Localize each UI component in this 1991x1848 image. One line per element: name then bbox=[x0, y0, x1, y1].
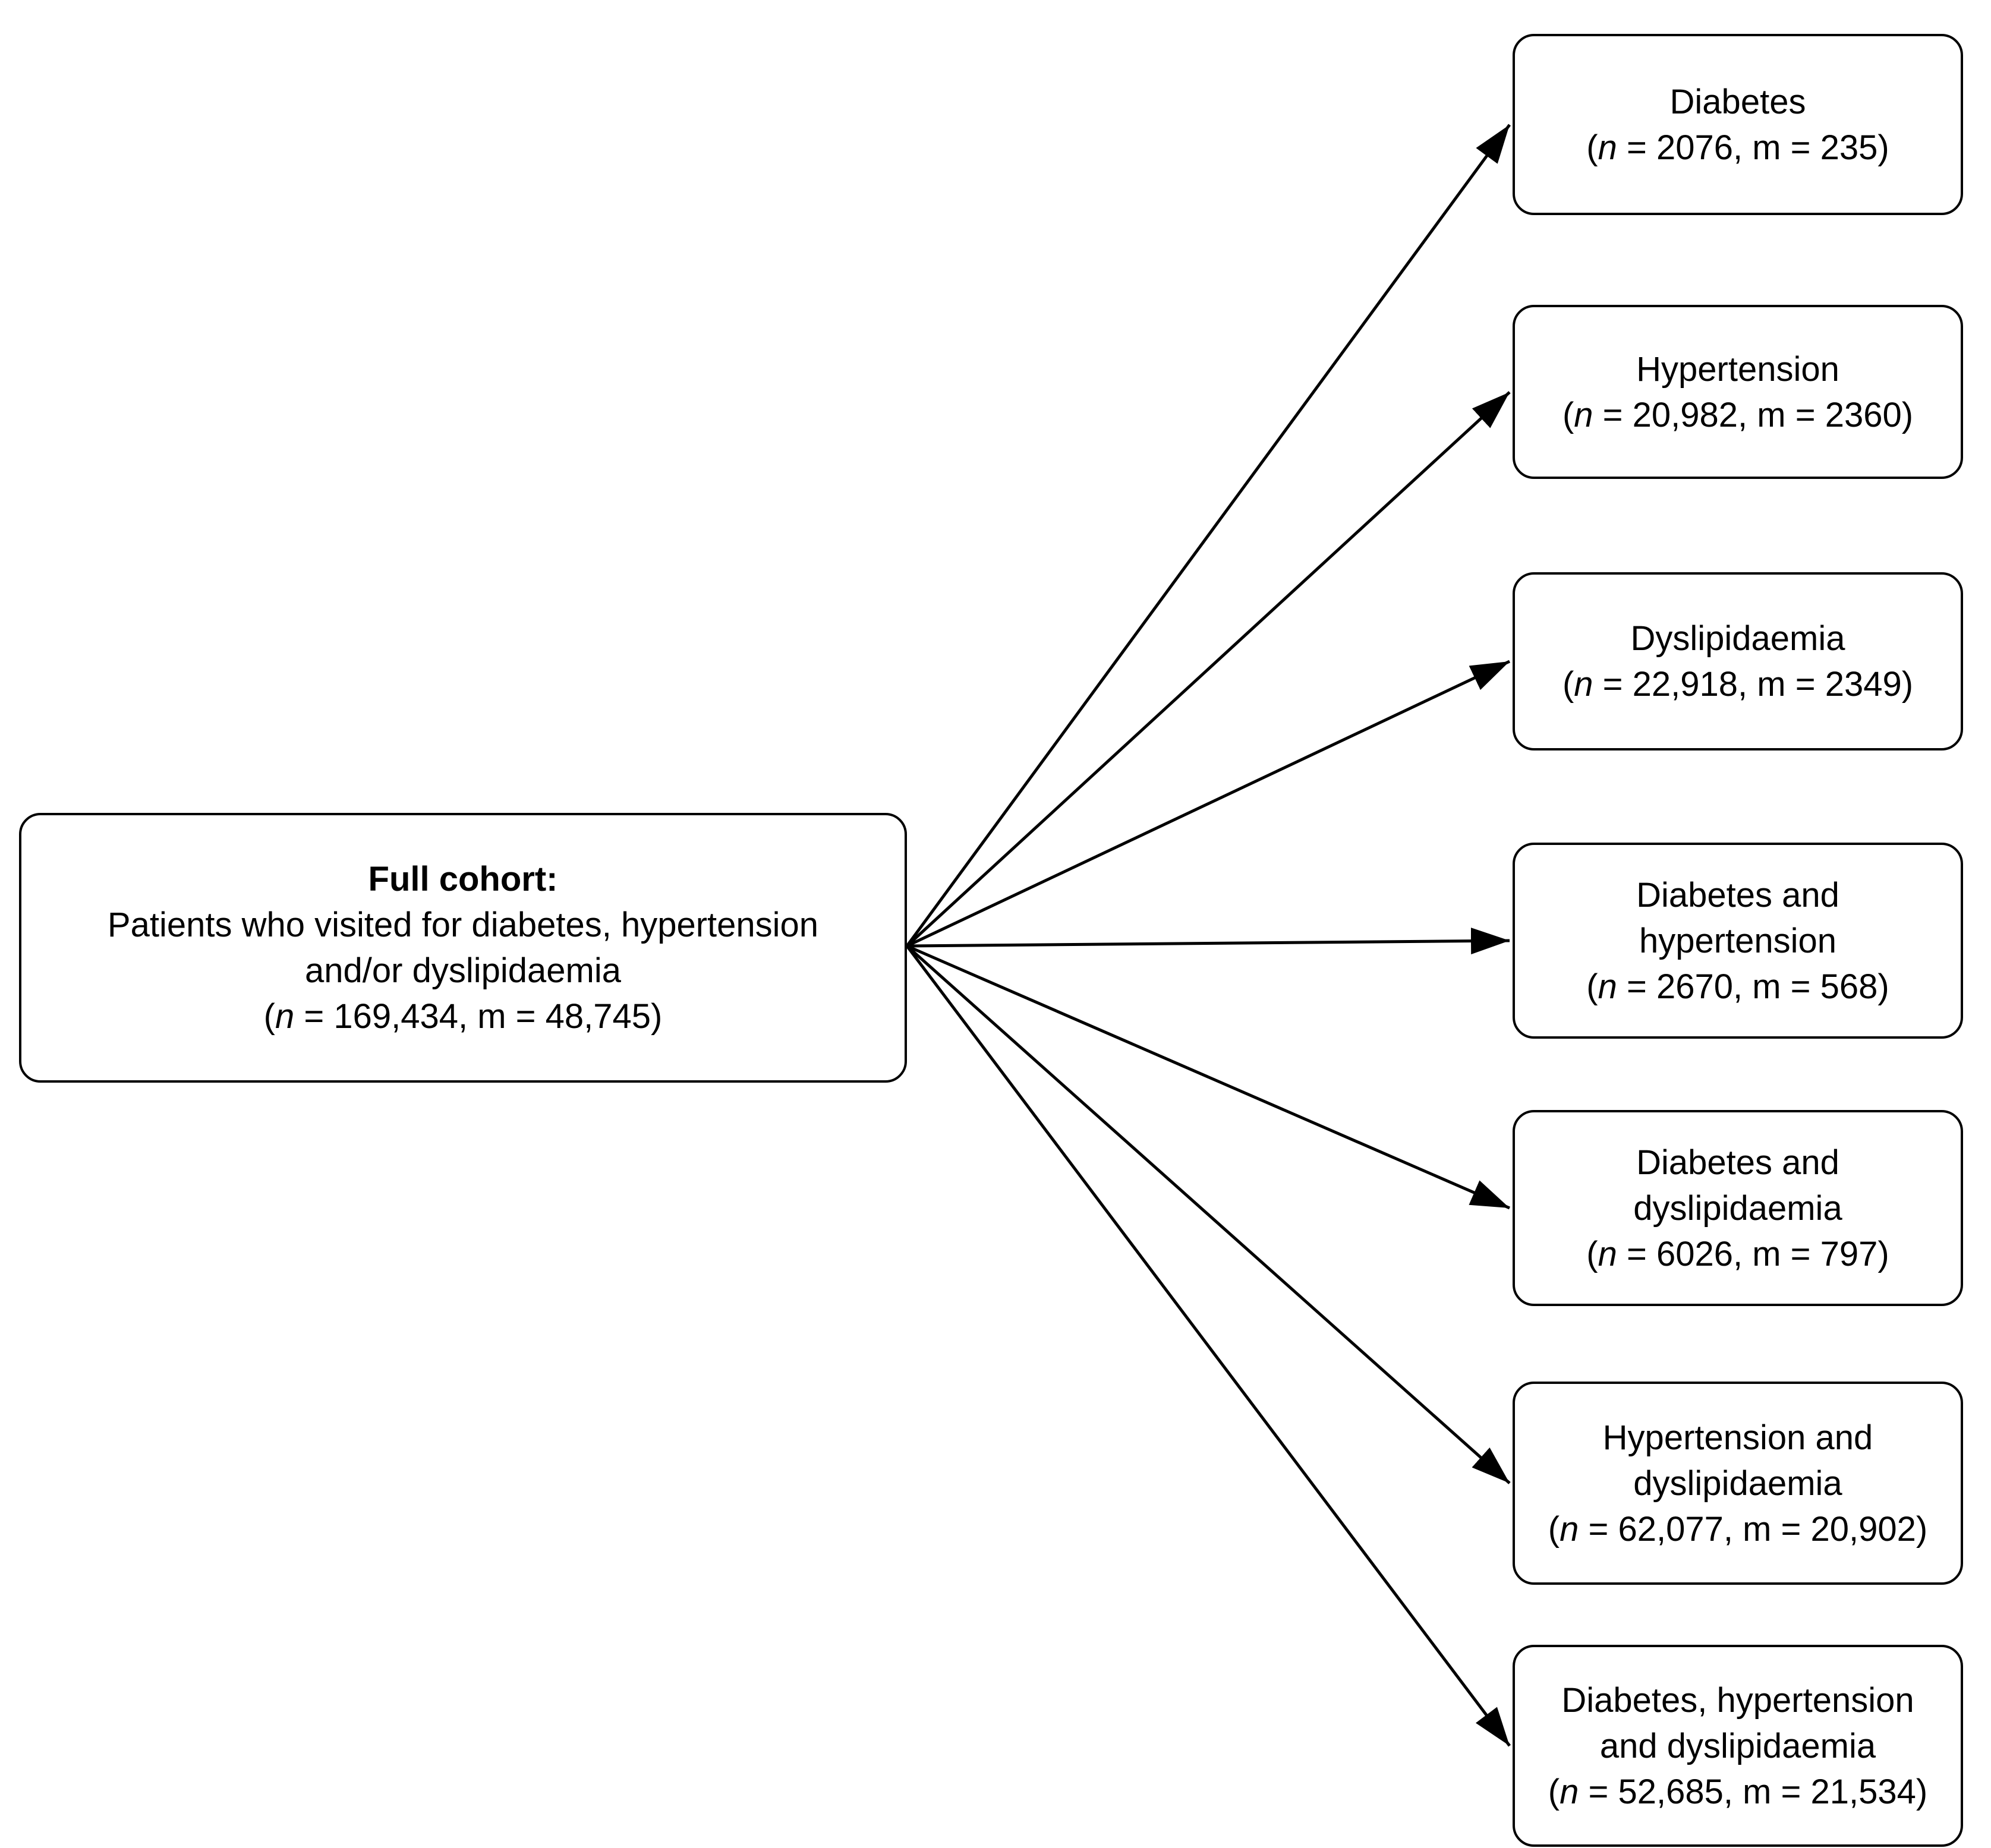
arrow-to-diabetes-hypertension bbox=[906, 928, 1510, 955]
branch-title: Hypertension and dyslipidaemia bbox=[1602, 1418, 1873, 1503]
arrow-to-diabetes bbox=[905, 124, 1511, 947]
branch-stats: (n = 6026, m = 797) bbox=[1586, 1234, 1889, 1273]
branch-title: Hypertension bbox=[1636, 349, 1839, 389]
branch-box-dyslipidaemia: Dyslipidaemia (n = 22,918, m = 2349) bbox=[1513, 572, 1963, 750]
branch-box-diabetes-hypertension-dyslipidaemia: Diabetes, hypertension and dyslipidaemia… bbox=[1513, 1645, 1963, 1847]
branch-box-diabetes-hypertension: Diabetes and hypertension (n = 2670, m =… bbox=[1513, 843, 1963, 1039]
branch-stats: (n = 62,077, m = 20,902) bbox=[1548, 1509, 1928, 1549]
branch-stats: (n = 2670, m = 568) bbox=[1586, 967, 1889, 1006]
branch-stats: (n = 2076, m = 235) bbox=[1586, 128, 1889, 167]
arrow-to-hypertension-dyslipidaemia bbox=[906, 945, 1511, 1484]
arrow-to-diabetes-dyslipidaemia bbox=[906, 944, 1510, 1210]
full-cohort-box: Full cohort: Patients who visited for di… bbox=[19, 813, 907, 1083]
arrow-to-diabetes-hypertension-dyslipidaemia bbox=[906, 945, 1511, 1747]
branch-title: Diabetes and hypertension bbox=[1636, 875, 1839, 960]
full-cohort-description: Patients who visited for diabetes, hyper… bbox=[107, 906, 819, 990]
branch-box-hypertension: Hypertension (n = 20,982, m = 2360) bbox=[1513, 305, 1963, 479]
branch-stats: (n = 52,685, m = 21,534) bbox=[1548, 1772, 1928, 1811]
arrow-to-dyslipidaemia bbox=[906, 660, 1511, 948]
branch-title: Diabetes and dyslipidaemia bbox=[1633, 1143, 1842, 1228]
branch-box-diabetes: Diabetes (n = 2076, m = 235) bbox=[1513, 34, 1963, 215]
branch-stats: (n = 20,982, m = 2360) bbox=[1562, 395, 1914, 434]
arrow-to-hypertension bbox=[906, 391, 1511, 947]
branch-title: Diabetes, hypertension and dyslipidaemia bbox=[1561, 1680, 1914, 1765]
branch-stats: (n = 22,918, m = 2349) bbox=[1562, 665, 1914, 704]
branch-box-diabetes-dyslipidaemia: Diabetes and dyslipidaemia (n = 6026, m … bbox=[1513, 1110, 1963, 1306]
full-cohort-title: Full cohort: bbox=[368, 860, 558, 898]
full-cohort-stats: (n = 169,434, m = 48,745) bbox=[263, 997, 663, 1036]
branch-title: Dyslipidaemia bbox=[1630, 619, 1845, 658]
branch-box-hypertension-dyslipidaemia: Hypertension and dyslipidaemia (n = 62,0… bbox=[1513, 1382, 1963, 1585]
branch-title: Diabetes bbox=[1669, 82, 1806, 121]
